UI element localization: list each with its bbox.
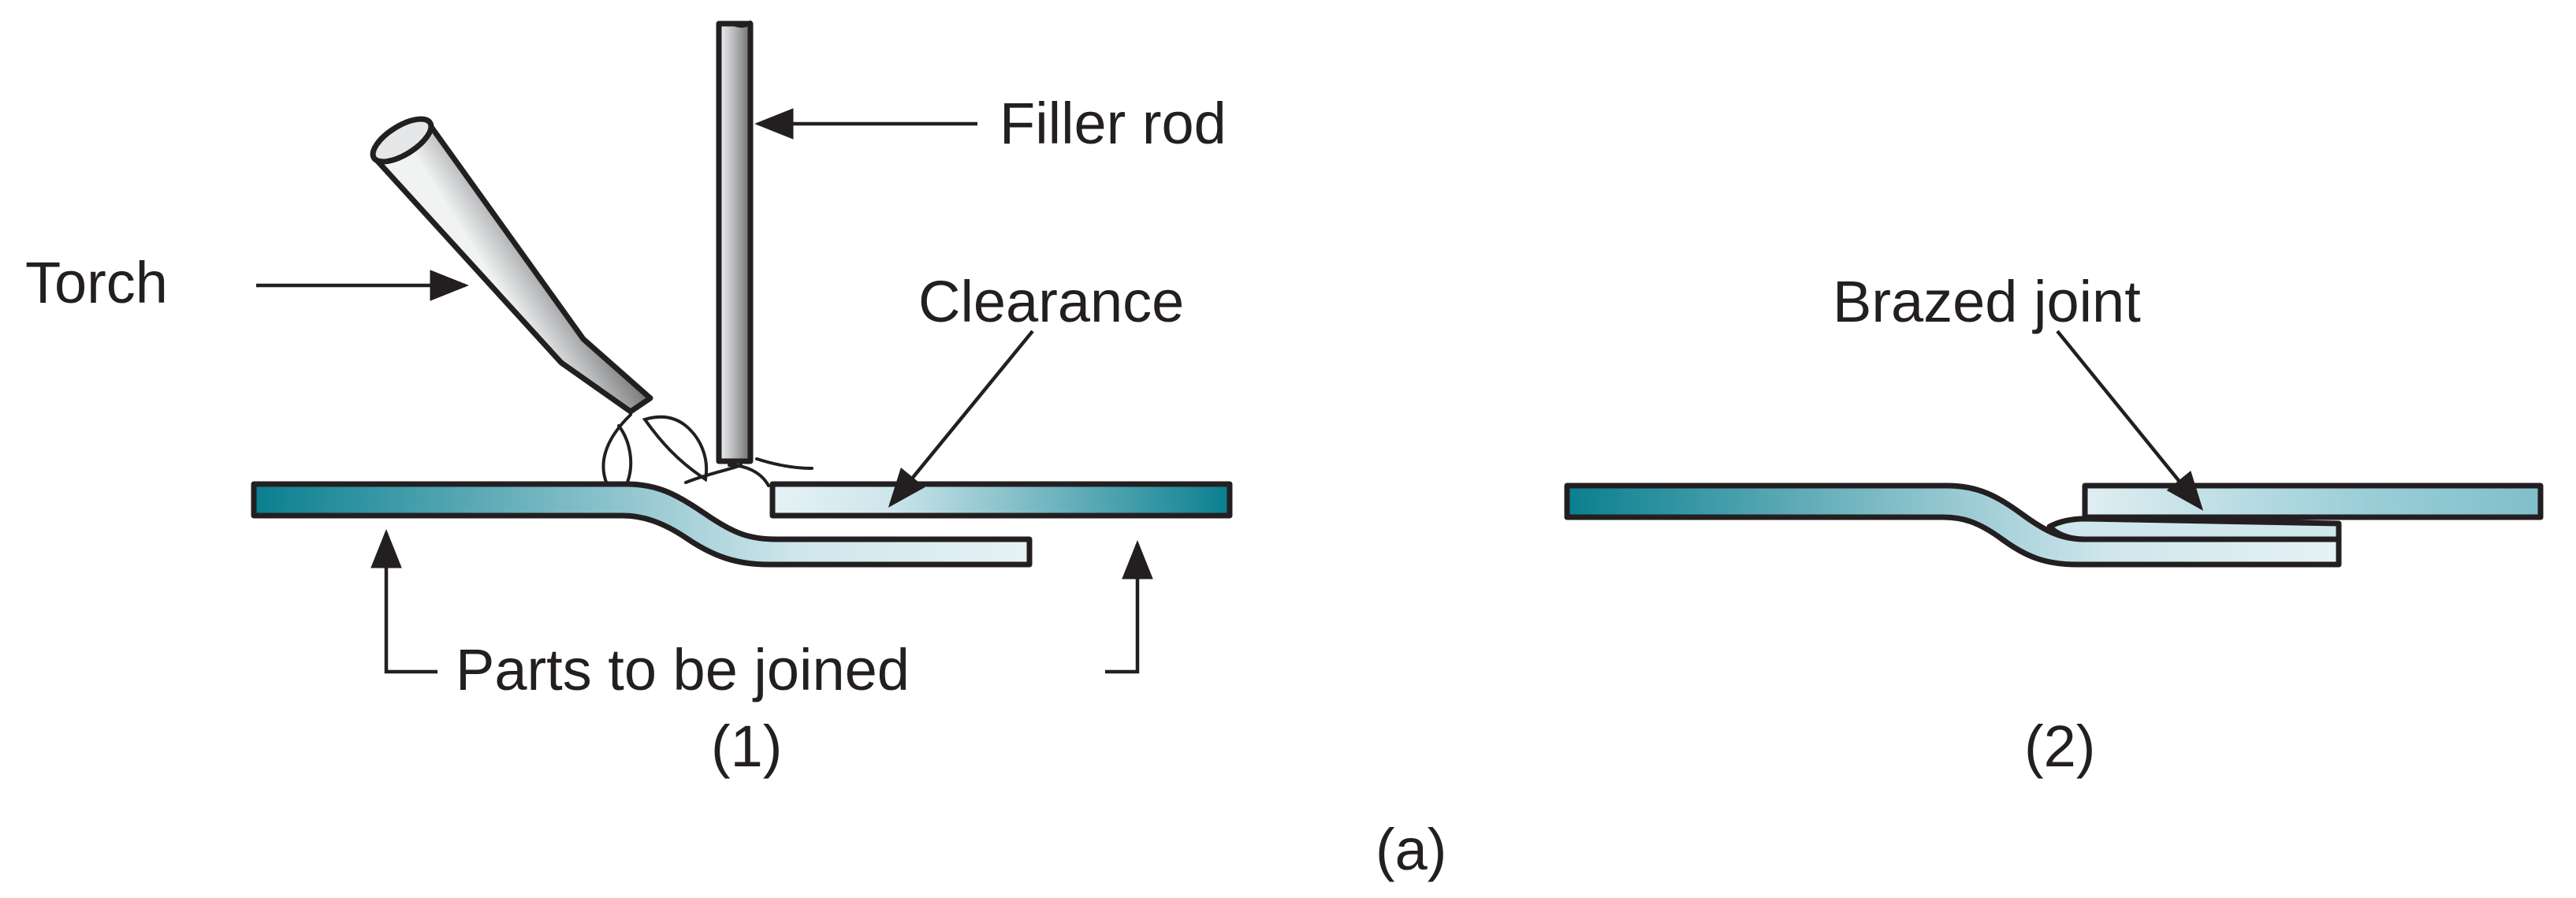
torch-label: Torch [25, 250, 168, 315]
flame-cone [642, 415, 709, 483]
panel-1-caption: (1) [711, 714, 782, 779]
parts-to-be-joined-label: Parts to be joined [456, 637, 910, 702]
torch [370, 116, 653, 415]
filler-rod [716, 20, 754, 464]
filler-fillet-2 [684, 464, 743, 484]
parts-leader-right [1105, 540, 1153, 674]
torch-body [371, 121, 653, 415]
panel-2: Brazed joint (2) [1564, 269, 2544, 779]
filler-fillet [617, 424, 633, 486]
parts-leader-left [370, 529, 437, 674]
clearance-leader [888, 330, 1034, 508]
upper-part-right [769, 481, 1233, 519]
figure-caption: (a) [1375, 817, 1446, 882]
brazed-joint-leader [2056, 330, 2204, 511]
panel-1: Filler rod Torch Clearance Parts to be j… [25, 20, 1233, 779]
filler-fillet-4 [755, 457, 813, 470]
filler-rod-label: Filler rod [1000, 91, 1227, 156]
torch-end [370, 116, 434, 165]
lower-part-left [251, 481, 1033, 568]
filler-fillet-3 [728, 464, 770, 487]
clearance-label: Clearance [918, 269, 1184, 334]
braze-filler-layer [2046, 516, 2342, 542]
panel-2-caption: (2) [2024, 714, 2095, 779]
filler-rod-break [717, 20, 752, 28]
brazed-lower-part [1564, 483, 2342, 568]
brazed-upper-part [2082, 483, 2544, 520]
filler-rod-body [716, 20, 754, 464]
flame-outer [601, 413, 632, 486]
brazed-joint-label: Brazed joint [1833, 269, 2141, 334]
